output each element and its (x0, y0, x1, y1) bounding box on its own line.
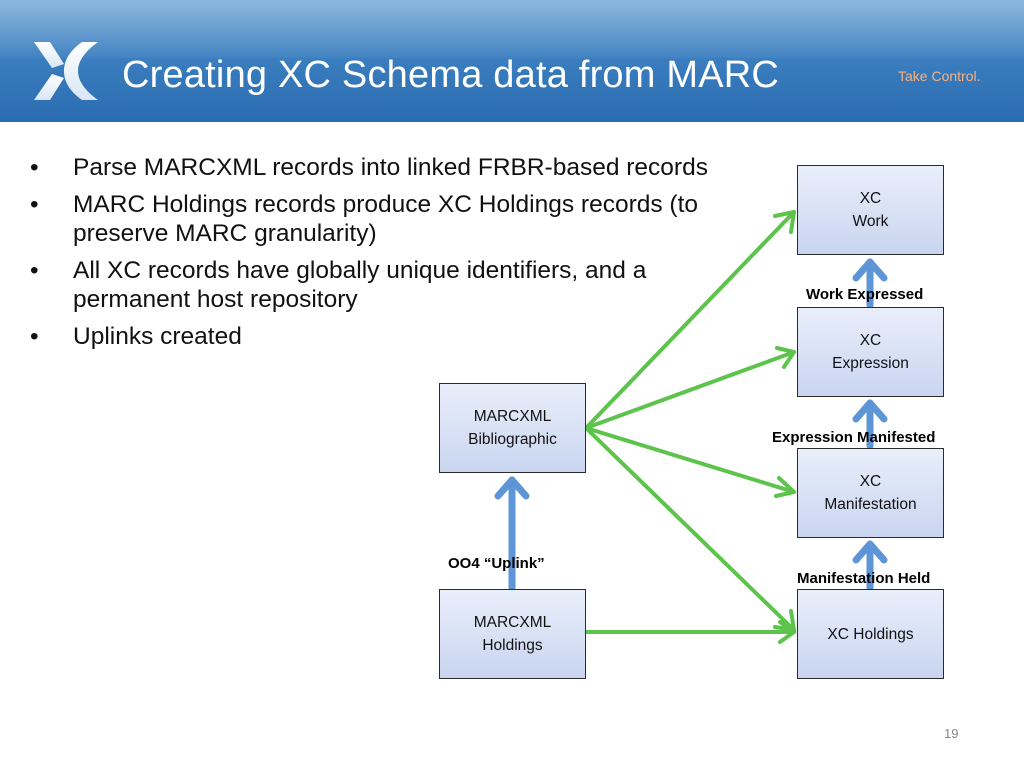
bullet-text: MARC Holdings records produce XC Holding… (73, 191, 699, 247)
arrow-bib-to-work (584, 210, 796, 430)
label-manifestation-held: Manifestation Held (797, 570, 931, 587)
box-xc-holdings: XC Holdings (797, 589, 944, 679)
arrow-head (775, 346, 796, 369)
bullet-text: Parse MARCXML records into linked FRBR-b… (73, 154, 708, 181)
arrow-head (852, 399, 888, 423)
box-label: XC (859, 332, 882, 349)
box-label: Manifestation (824, 496, 917, 513)
box-label: XC (859, 473, 882, 490)
bullet-item: • MARC Holdings records produce XC Holdi… (30, 190, 710, 248)
xc-logo-icon (34, 42, 98, 100)
box-label: Bibliographic (468, 431, 557, 448)
box-xc-expression: XC Expression (797, 307, 944, 397)
bullet-dot-icon: • (30, 191, 39, 218)
box-marcxml-bibliographic: MARCXML Bibliographic (439, 383, 586, 473)
arrow-head (773, 210, 796, 234)
title-bar-gloss (0, 0, 1024, 58)
box-xc-work: XC Work (797, 165, 944, 255)
box-label: MARCXML (473, 408, 552, 425)
arrow-head (852, 540, 888, 564)
box-label: XC Holdings (827, 625, 914, 643)
box-label: Holdings (482, 637, 543, 654)
label-uplink: OO4 “Uplink” (448, 555, 545, 572)
arrow-bib-to-manifestation (584, 426, 796, 494)
arrow-head (494, 476, 530, 500)
title-bar: Creating XC Schema data from MARC Take C… (0, 0, 1024, 122)
bullet-dot-icon: • (30, 154, 39, 181)
box-label: XC (859, 190, 882, 207)
box-label: Expression (832, 355, 909, 372)
box-label: MARCXML (473, 614, 552, 631)
page-number: 19 (944, 726, 959, 741)
label-work-expressed: Work Expressed (806, 286, 924, 303)
bullet-item: • All XC records have globally unique id… (30, 256, 710, 314)
bullet-item: • Parse MARCXML records into linked FRBR… (30, 153, 710, 182)
arrow-bib-to-expression (584, 350, 796, 430)
box-label: Work (852, 213, 889, 230)
arrow-head (852, 258, 888, 282)
box-xc-manifestation: XC Manifestation (797, 448, 944, 538)
arrow-bib-to-holdings (584, 426, 796, 632)
arrow-head (774, 476, 796, 498)
arrow-head (778, 620, 796, 644)
bullet-list: • Parse MARCXML records into linked FRBR… (30, 153, 710, 359)
bullet-text: Uplinks created (73, 323, 242, 350)
bullet-item: • Uplinks created (30, 322, 710, 351)
bullet-dot-icon: • (30, 257, 39, 284)
label-expression-manifested: Expression Manifested (772, 429, 936, 446)
bullet-dot-icon: • (30, 323, 39, 350)
bullet-text: All XC records have globally unique iden… (73, 257, 647, 313)
slide-title: Creating XC Schema data from MARC (122, 54, 780, 96)
tagline: Take Control. (898, 68, 981, 84)
box-marcxml-holdings: MARCXML Holdings (439, 589, 586, 679)
